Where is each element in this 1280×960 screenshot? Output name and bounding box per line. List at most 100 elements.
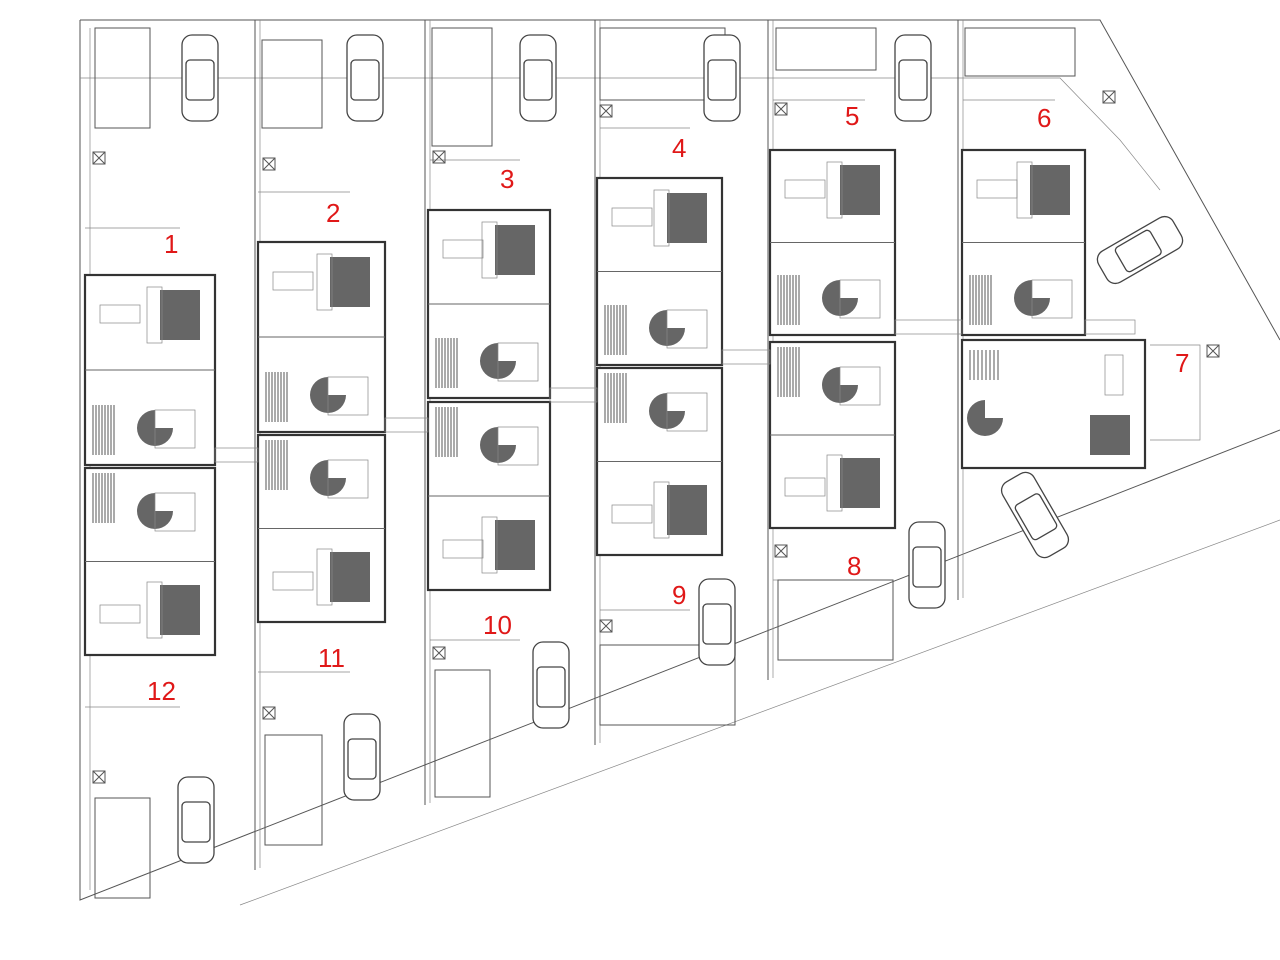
gate-cross <box>774 544 788 558</box>
dining-table-icon <box>272 271 314 291</box>
dining-table-icon <box>611 207 653 227</box>
house-number-11: 11 <box>318 643 345 673</box>
house <box>256 240 387 434</box>
bedroom-icon <box>839 366 881 406</box>
sofa-icon <box>146 581 163 639</box>
fireplace-icon <box>160 290 200 340</box>
fireplace-icon <box>840 458 880 508</box>
walkway <box>721 349 771 365</box>
dining-table-icon <box>1104 354 1124 396</box>
house <box>768 148 897 337</box>
fireplace-icon <box>160 585 200 635</box>
gate-cross <box>1206 344 1220 358</box>
walkway <box>384 417 429 433</box>
fireplace-icon <box>667 485 707 535</box>
house-number-12: 12 <box>147 676 176 706</box>
gate-cross <box>599 619 613 633</box>
car-icon <box>181 34 219 122</box>
pool <box>599 644 736 726</box>
gate-cross <box>599 104 613 118</box>
car-roof <box>523 59 553 101</box>
gate-icon <box>1102 90 1116 104</box>
house-number-3: 3 <box>500 164 514 194</box>
house-number-2: 2 <box>326 198 340 228</box>
house-number-5: 5 <box>845 101 859 131</box>
car-roof <box>185 59 215 101</box>
fireplace-icon <box>330 257 370 307</box>
sofa-icon <box>316 253 333 311</box>
house-number-7: 7 <box>1175 348 1189 378</box>
car-roof <box>912 546 942 588</box>
house <box>83 273 217 467</box>
house <box>595 366 724 557</box>
pool <box>94 27 151 129</box>
gate-box <box>92 770 106 784</box>
fireplace-icon <box>495 520 535 570</box>
dining-table-icon <box>784 179 826 199</box>
terrace-lines <box>1150 344 1201 441</box>
car-roof <box>1114 229 1162 273</box>
house <box>768 340 897 530</box>
walkway <box>214 447 259 463</box>
bedroom-icon <box>497 342 539 382</box>
bed-icon <box>967 400 1003 436</box>
car-icon <box>532 641 570 729</box>
bedroom-icon <box>154 492 196 532</box>
house <box>595 176 724 367</box>
house <box>256 433 387 624</box>
bedroom-icon <box>1031 279 1073 319</box>
gate-cross <box>1102 90 1116 104</box>
walkways <box>214 319 1136 463</box>
car-icon <box>698 578 736 666</box>
pool <box>431 27 493 147</box>
car-roof <box>1014 493 1058 541</box>
fireplace-icon <box>667 193 707 243</box>
pool <box>94 797 151 899</box>
setback-line <box>239 519 1280 906</box>
sofa-icon <box>481 221 498 279</box>
gate-cross <box>92 151 106 165</box>
pool <box>261 39 323 129</box>
car-icon <box>346 34 384 122</box>
gate-icon <box>262 706 276 720</box>
gate-box <box>432 150 446 164</box>
fireplace-icon <box>1090 415 1130 455</box>
house <box>426 400 552 592</box>
gate-cross <box>774 102 788 116</box>
gate-cross <box>262 706 276 720</box>
gate-box <box>1206 344 1220 358</box>
house-number-labels: 1 2 3 4 5 6 7 8 9 10 11 12 <box>147 101 1189 706</box>
car-icon <box>703 34 741 122</box>
house <box>426 208 552 400</box>
sofa-icon <box>826 161 843 219</box>
sofa-icon <box>653 481 670 539</box>
gate-box <box>774 544 788 558</box>
gate-icon <box>262 157 276 171</box>
bedroom-icon <box>839 279 881 319</box>
car-icon <box>343 713 381 801</box>
site-boundary-top <box>80 19 1280 341</box>
fireplace-icon <box>495 225 535 275</box>
car-icon <box>519 34 557 122</box>
pools <box>94 27 1076 899</box>
gate-icon <box>432 646 446 660</box>
house-number-8: 8 <box>847 551 861 581</box>
gate-icon <box>1206 344 1220 358</box>
car-roof <box>702 603 732 645</box>
car-icon <box>1096 215 1184 285</box>
dining-table-icon <box>976 179 1018 199</box>
house <box>960 338 1147 470</box>
dining-table-icon <box>611 504 653 524</box>
gate-box <box>92 151 106 165</box>
house-number-1: 1 <box>164 229 178 259</box>
gate-box <box>1102 90 1116 104</box>
gate-icon <box>432 150 446 164</box>
pool <box>775 27 877 71</box>
gate-box <box>432 646 446 660</box>
walkway <box>1084 319 1136 335</box>
gate-icon <box>599 619 613 633</box>
bedroom-icon <box>666 309 708 349</box>
house-number-9: 9 <box>672 580 686 610</box>
gate-box <box>262 157 276 171</box>
